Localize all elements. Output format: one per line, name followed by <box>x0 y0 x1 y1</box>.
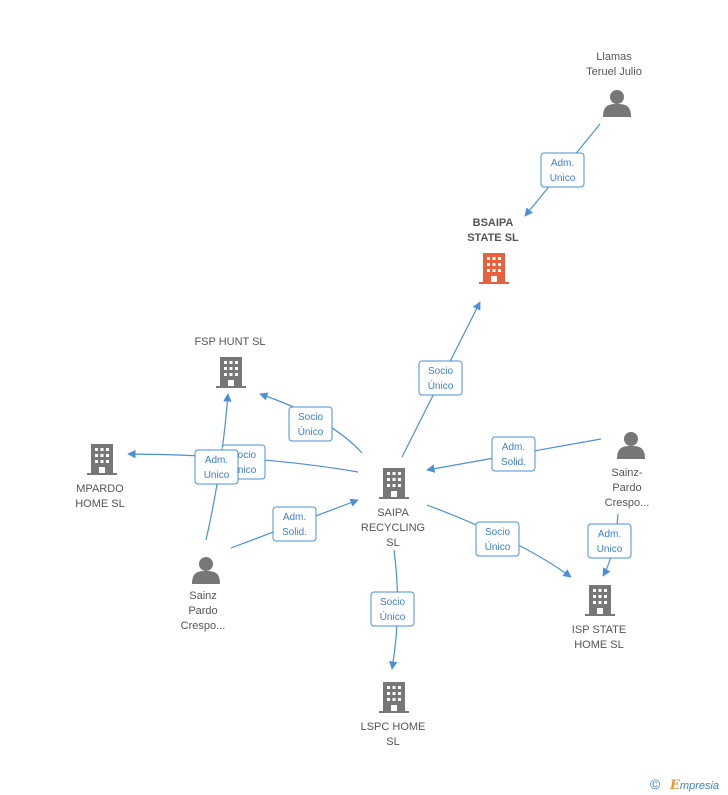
node-bsaipa-label-2: STATE SL <box>467 232 519 244</box>
badge-saipa-isp-line-2: Único <box>485 540 511 553</box>
node-sainz-left-label-3: Crespo... <box>181 620 226 632</box>
node-sainz-left-label-2: Pardo <box>188 605 217 617</box>
node-sainz-right-label-3: Crespo... <box>605 497 650 509</box>
building-icon <box>379 468 409 499</box>
badge-sainzright-isp[interactable]: Adm. Unico <box>587 523 632 559</box>
badge-saipa-lspc-line-1: Socio <box>380 597 405 608</box>
person-icon <box>603 90 631 117</box>
node-sainz-left-label-1: Sainz <box>189 590 217 602</box>
node-isp-state[interactable]: ISP STATE HOME SL <box>572 585 626 651</box>
svg-text:Adm.Solid.: Adm. Solid. <box>501 442 526 468</box>
node-mpardo-label-2: HOME SL <box>75 498 125 510</box>
node-sainz-right-label-1: Sainz- <box>611 467 643 479</box>
badge-sainzleft-saipa-line-1: Adm. <box>283 512 306 523</box>
building-icon <box>479 253 509 284</box>
badge-saipa-bsaipa-line-2: Único <box>428 379 454 392</box>
node-isp-label-2: HOME SL <box>574 639 624 651</box>
svg-text:Adm.Unico: Adm. Unico <box>550 158 576 184</box>
node-sainz-right-label-2: Pardo <box>612 482 641 494</box>
node-fsp-label-1: FSP HUNT SL <box>194 336 265 348</box>
svg-text:Adm.Solid.: Adm. Solid. <box>282 512 307 538</box>
node-bsaipa-label-1: BSAIPA <box>473 217 514 229</box>
badge-saipa-isp-line-1: Socio <box>485 527 510 538</box>
node-saipa-label-1: SAIPA <box>377 507 409 519</box>
brand-name: mpresia <box>680 780 719 792</box>
badge-sainzright-saipa-line-2: Solid. <box>501 457 526 468</box>
badge-saipa-mpardo-line-1: Socio <box>231 450 256 461</box>
node-saipa-label-2: RECYCLING <box>361 522 425 534</box>
badge-llamas-bsaipa[interactable]: Adm. Unico <box>540 152 585 188</box>
badge-sainzleft-saipa-line-2: Solid. <box>282 527 307 538</box>
building-icon <box>585 585 615 616</box>
node-fsp-hunt[interactable]: FSP HUNT SL <box>194 336 266 388</box>
node-mpardo-label-1: MPARDO <box>76 483 124 495</box>
svg-text:Adm.Unico: Adm. Unico <box>204 455 230 481</box>
building-icon <box>379 682 409 713</box>
badge-saipa-lspc-line-2: Único <box>380 610 406 623</box>
badge-sainzleft-fsp-line-2: Unico <box>204 470 230 481</box>
node-saipa-label-3: SL <box>386 537 399 549</box>
watermark: © Empresia <box>650 776 719 793</box>
node-mpardo[interactable]: MPARDO HOME SL <box>75 444 125 510</box>
node-lspc-home[interactable]: LSPC HOME SL <box>361 682 426 748</box>
svg-text:FSP HUNT SL: FSP HUNT SL <box>194 336 265 348</box>
node-isp-label-1: ISP STATE <box>572 624 626 636</box>
person-icon <box>617 432 645 459</box>
brand-initial: E <box>669 778 681 793</box>
node-bsaipa[interactable]: BSAIPA STATE SL <box>467 217 519 284</box>
badge-saipa-fsp-line-1: Socio <box>298 412 323 423</box>
badge-sainzright-saipa-line-1: Adm. <box>502 442 525 453</box>
badge-sainzright-isp-line-2: Unico <box>597 544 623 555</box>
node-lspc-label-1: LSPC HOME <box>361 721 426 733</box>
badge-sainzright-saipa[interactable]: Adm. Solid. <box>491 436 536 472</box>
badge-sainzleft-fsp-line-1: Adm. <box>205 455 228 466</box>
node-lspc-label-2: SL <box>386 736 399 748</box>
node-saipa-recycling[interactable]: SAIPA RECYCLING SL <box>361 468 425 549</box>
badge-saipa-bsaipa-line-1: Socio <box>428 366 453 377</box>
copyright-icon: © <box>650 776 661 792</box>
node-llamas-label-1: Llamas <box>596 51 632 63</box>
person-icon <box>192 557 220 584</box>
svg-text:Empresia: Empresia <box>669 778 719 793</box>
edges <box>127 123 619 670</box>
badge-sainzleft-saipa[interactable]: Adm. Solid. <box>272 506 317 542</box>
badge-saipa-fsp-line-2: Único <box>298 425 324 438</box>
badge-sainzright-isp-line-1: Adm. <box>598 529 621 540</box>
building-icon <box>216 357 246 388</box>
svg-text:Adm.Unico: Adm. Unico <box>597 529 623 555</box>
building-icon <box>87 444 117 475</box>
badge-llamas-bsaipa-line-1: Adm. <box>551 158 574 169</box>
badge-sainzleft-fsp[interactable]: Adm. Unico <box>194 449 239 485</box>
badge-llamas-bsaipa-line-2: Unico <box>550 173 576 184</box>
node-llamas-label-2: Teruel Julio <box>586 66 642 78</box>
